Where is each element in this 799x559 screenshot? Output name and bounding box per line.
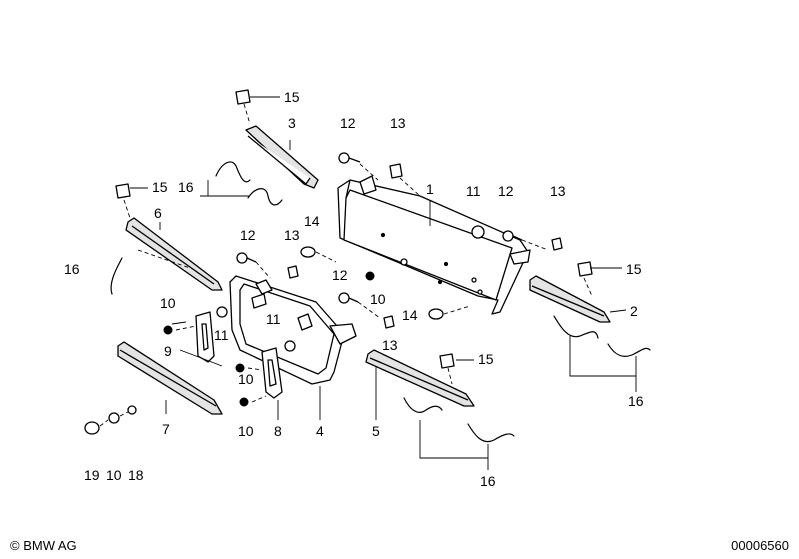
callout-13: 13 [550,183,566,199]
clip-15-right [577,261,593,277]
callout-13: 13 [382,337,398,353]
callout-15: 15 [478,351,494,367]
part-1-bracket [337,175,531,315]
part-8-mount [261,347,283,399]
callout-12: 12 [498,183,514,199]
callout-11: 11 [214,327,229,343]
leader-lines [99,96,637,470]
callout-1: 1 [426,181,434,197]
callout-5: 5 [372,423,380,439]
callout-10: 10 [160,295,176,311]
callout-2: 2 [630,303,638,319]
callout-10: 10 [238,371,254,387]
callout-7: 7 [162,421,170,437]
callout-4: 4 [316,423,324,439]
drawing-number: 00006560 [731,538,789,553]
callout-19: 19 [84,467,100,483]
callout-16: 16 [480,473,496,489]
part-7-lower-strip [117,341,223,415]
callout-10: 10 [106,467,122,483]
callout-16: 16 [64,261,80,277]
callout-13: 13 [284,227,300,243]
fastener-screws [84,152,563,435]
callout-6: 6 [154,205,162,221]
clip-15-left [115,183,131,199]
callout-16: 16 [178,179,194,195]
part-5-lower-strip [365,349,475,407]
part-3-trim-strip [245,125,319,189]
callout-15: 15 [152,179,168,195]
part-9-mount [195,311,215,363]
callout-14: 14 [304,213,320,229]
callout-8: 8 [274,423,282,439]
callout-16: 16 [628,393,644,409]
copyright-text: © BMW AG [10,538,77,553]
callout-9: 9 [164,343,172,359]
clip-15-top [235,89,251,105]
callout-14: 14 [402,307,418,323]
wires-16 [110,161,651,443]
callout-labels: 15 3 12 13 16 15 1 11 12 13 6 14 12 13 1… [64,89,644,489]
callout-11: 11 [266,311,281,327]
callout-15: 15 [284,89,300,105]
part-2-side-strip [529,275,611,323]
callout-18: 18 [128,467,144,483]
callout-3: 3 [288,115,296,131]
callout-10: 10 [238,423,254,439]
callout-12: 12 [240,227,256,243]
callout-12: 12 [332,267,348,283]
callout-15: 15 [626,261,642,277]
callout-13: 13 [390,115,406,131]
clip-15-bottom [439,353,455,369]
callout-12: 12 [340,115,356,131]
callout-10: 10 [370,291,386,307]
part-6-side-strip [125,217,223,291]
callout-11: 11 [466,183,481,199]
part-4-plate-frame [229,275,357,385]
